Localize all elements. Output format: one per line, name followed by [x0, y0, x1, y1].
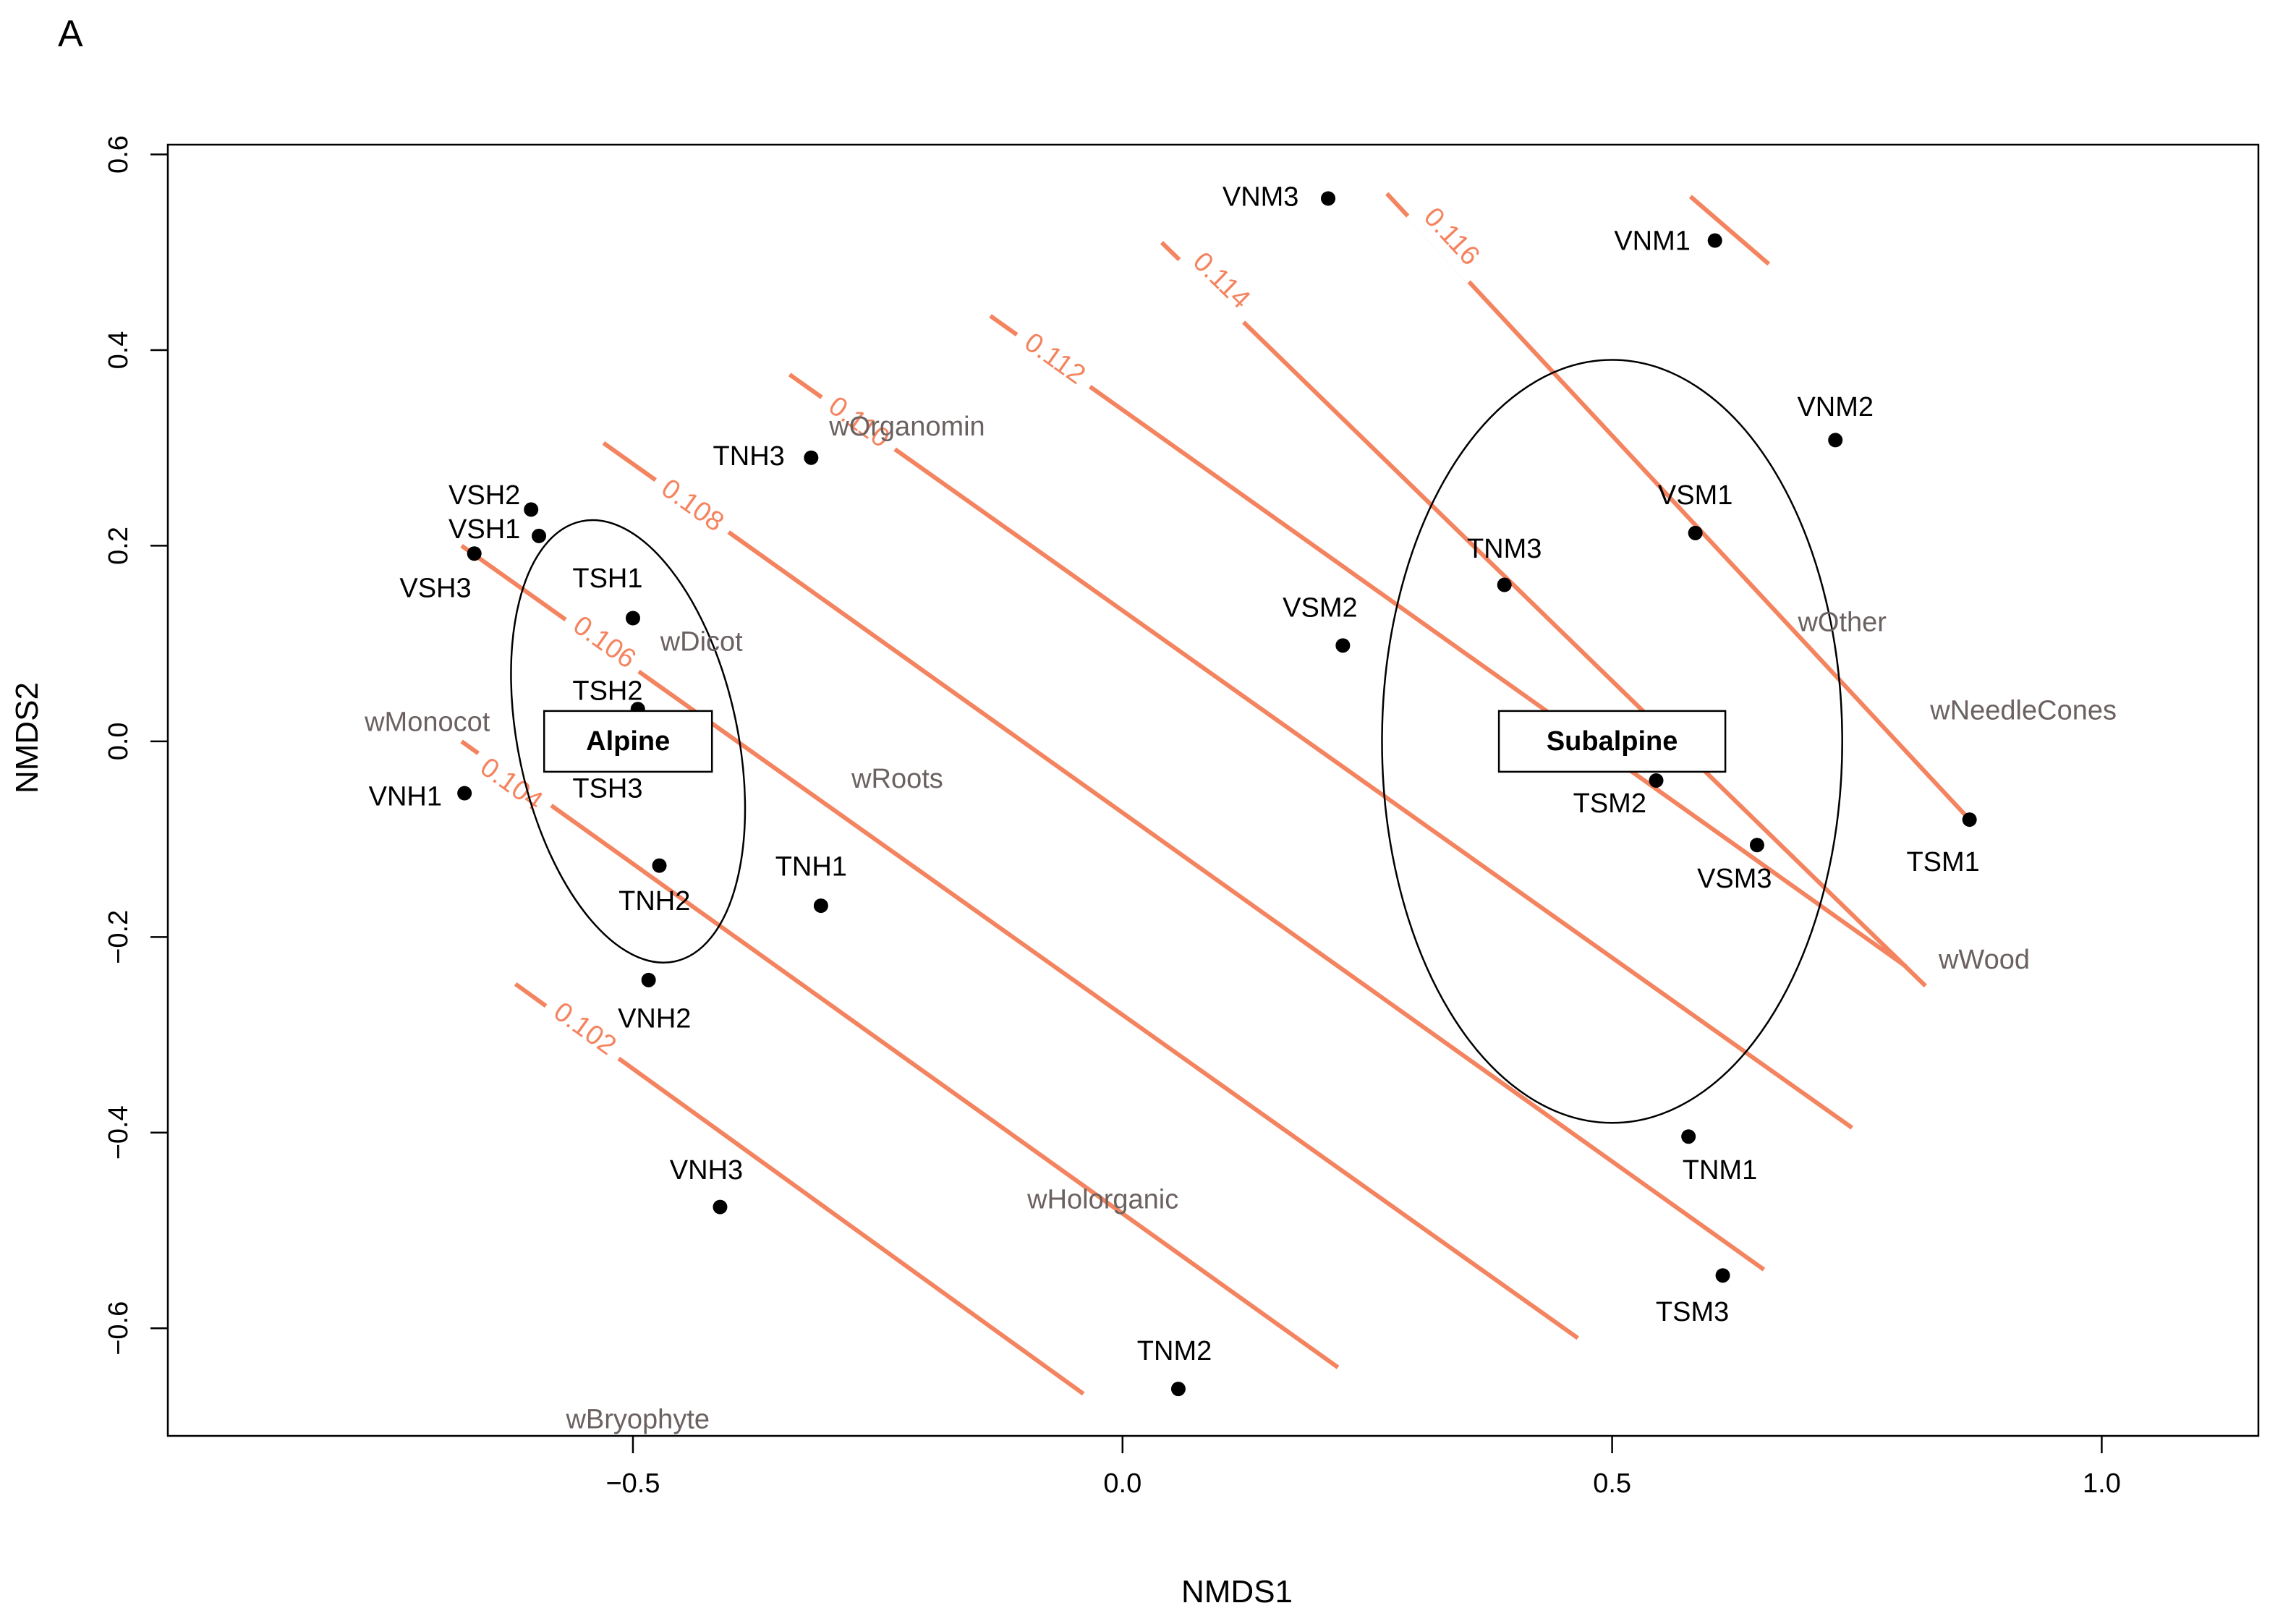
contour-label-bg	[810, 382, 906, 465]
y-tick-label: −0.6	[103, 1301, 134, 1356]
contour-line	[989, 314, 1908, 969]
group-ellipse	[510, 519, 747, 964]
group-label-box	[543, 710, 713, 773]
variable-label: wWood	[1938, 945, 2030, 975]
y-tick-label: 0.6	[103, 135, 134, 174]
site-point	[1497, 577, 1512, 592]
x-tick-label: 0.5	[1593, 1468, 1631, 1499]
site-point	[532, 528, 547, 543]
site-point	[804, 450, 819, 465]
site-label: TNM2	[1137, 1336, 1212, 1366]
contour-line	[1688, 195, 1771, 266]
x-tick-label: −0.5	[605, 1468, 660, 1499]
group-ellipse	[1381, 359, 1843, 1124]
variable-label: wOrganomin	[828, 412, 985, 442]
site-label: TSM2	[1573, 788, 1646, 819]
site-point	[467, 546, 482, 561]
y-tick-label: 0.0	[103, 722, 134, 760]
y-axis-title: NMDS2	[9, 682, 45, 794]
group-label-box	[1497, 710, 1727, 773]
contour-line	[460, 543, 1579, 1340]
group-label: Alpine	[586, 726, 670, 757]
site-point	[1688, 525, 1703, 540]
site-label: TNM1	[1683, 1155, 1757, 1186]
y-tick-label: 0.4	[103, 331, 134, 370]
site-label: TSH1	[572, 564, 642, 594]
site-label: TSM1	[1906, 847, 1979, 877]
site-label: VSH2	[448, 480, 520, 511]
contour-label-bg	[1006, 318, 1102, 401]
contour-label-bg	[463, 744, 558, 827]
contour-label-bg	[556, 602, 651, 685]
site-point	[625, 611, 640, 626]
site-point	[713, 1199, 728, 1215]
site-label: TSH2	[572, 676, 642, 706]
site-point	[652, 858, 667, 873]
variable-label: wBryophyte	[565, 1405, 710, 1435]
contour-line	[788, 373, 1853, 1130]
variable-label: wDicot	[660, 627, 743, 658]
variable-label: wNeedleCones	[1929, 695, 2117, 726]
x-tick-label: 0.0	[1103, 1468, 1141, 1499]
y-tick-label: −0.4	[103, 1105, 134, 1160]
site-label: TNH2	[618, 886, 690, 917]
contour-label-bg	[1406, 192, 1495, 284]
site-label: VSM1	[1658, 480, 1732, 511]
x-axis-title: NMDS1	[1181, 1574, 1293, 1609]
variable-label: wHolorganic	[1026, 1184, 1178, 1215]
site-point	[1321, 191, 1336, 206]
site-point	[1715, 1268, 1730, 1283]
site-point	[1828, 433, 1843, 448]
contour-line	[602, 441, 1766, 1272]
contour-label-bg	[1175, 237, 1266, 327]
site-point	[1649, 773, 1664, 788]
variable-label: wMonocot	[364, 707, 490, 738]
site-point	[641, 972, 656, 987]
site-label: VNH3	[670, 1155, 743, 1186]
site-label: VSM3	[1697, 864, 1772, 894]
site-point	[457, 786, 472, 801]
site-label: VSH1	[448, 514, 520, 545]
site-label: VNH2	[618, 1003, 691, 1034]
y-tick-label: 0.2	[103, 527, 134, 565]
contour-line	[460, 739, 1340, 1369]
site-label: VSM2	[1283, 592, 1357, 623]
y-tick-label: −0.2	[103, 910, 134, 964]
contour-line	[1385, 192, 1971, 822]
site-point	[1681, 1129, 1696, 1144]
site-point	[1749, 838, 1764, 853]
contour-label-bg	[644, 465, 739, 548]
group-label: Subalpine	[1547, 726, 1678, 757]
site-point	[1962, 812, 1977, 828]
site-point	[1170, 1382, 1186, 1397]
variable-label: wRoots	[851, 764, 943, 794]
panel-letter: A	[58, 13, 83, 55]
site-point	[813, 898, 828, 914]
x-tick-label: 1.0	[2083, 1468, 2121, 1499]
contour-line	[1160, 241, 1927, 988]
site-label: TSM3	[1656, 1297, 1729, 1327]
site-label: VNM1	[1614, 226, 1691, 256]
site-label: VNM3	[1223, 182, 1299, 212]
site-label: VNH1	[369, 781, 442, 812]
variable-label: wOther	[1797, 608, 1887, 638]
site-label: TNH3	[713, 441, 785, 472]
site-label: TSH3	[572, 774, 642, 804]
plot-frame	[166, 143, 2260, 1437]
site-point	[524, 502, 539, 517]
site-label: TNH1	[775, 852, 847, 883]
site-point	[1707, 233, 1722, 248]
site-label: VSH3	[399, 573, 471, 603]
contour-label-bg	[536, 988, 632, 1072]
site-point	[1335, 638, 1351, 653]
site-label: VNM2	[1797, 392, 1874, 422]
site-label: TNM3	[1467, 534, 1542, 564]
